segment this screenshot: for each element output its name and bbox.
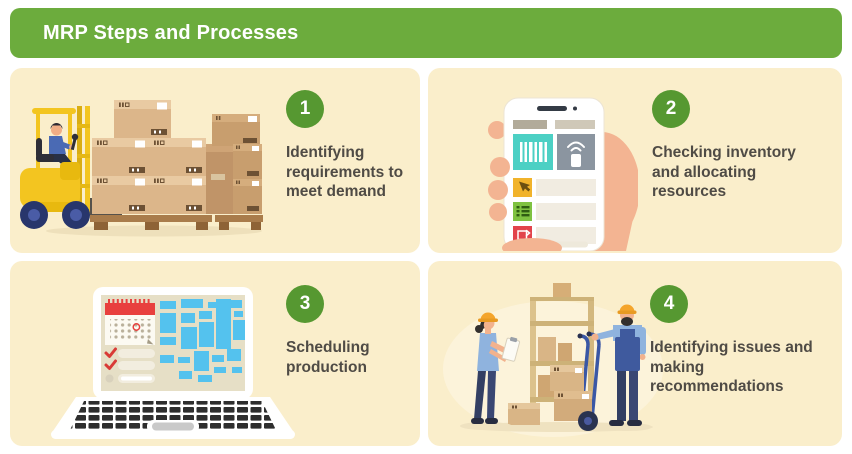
step-2-number-badge: 2 [652,90,690,128]
step-1-number-badge: 1 [286,90,324,128]
warehouse-workers-illustration [443,283,663,437]
forklift-boxes-illustration [20,99,263,237]
step-4-info: 4 Identifying issues and making recommen… [650,285,834,397]
step-2-panel: 2 Checking inventory and allocating reso… [428,68,842,253]
hand-phone-illustration [488,97,638,251]
page-title: MRP Steps and Processes [43,21,299,44]
step-3-info: 3 Scheduling production [286,285,416,377]
laptop-schedule-illustration [51,287,295,439]
step-3-panel: 3 Scheduling production [10,261,420,446]
step-1-label: Identifying requirements to meet demand [286,144,404,201]
step-1-panel: 1 Identifying requirements to meet deman… [10,68,420,253]
step-4-number-badge: 4 [650,285,688,323]
step-1-info: 1 Identifying requirements to meet deman… [286,90,420,202]
step-4-panel: 4 Identifying issues and making recommen… [428,261,842,446]
step-2-info: 2 Checking inventory and allocating reso… [652,90,812,202]
step-3-number-badge: 3 [286,285,324,323]
steps-grid: 1 Identifying requirements to meet deman… [10,68,842,446]
step-2-label: Checking inventory and allocating resour… [652,144,796,201]
step-4-label: Identifying issues and making recommenda… [650,339,813,396]
title-bar: MRP Steps and Processes [10,8,842,58]
step-3-label: Scheduling production [286,339,370,376]
